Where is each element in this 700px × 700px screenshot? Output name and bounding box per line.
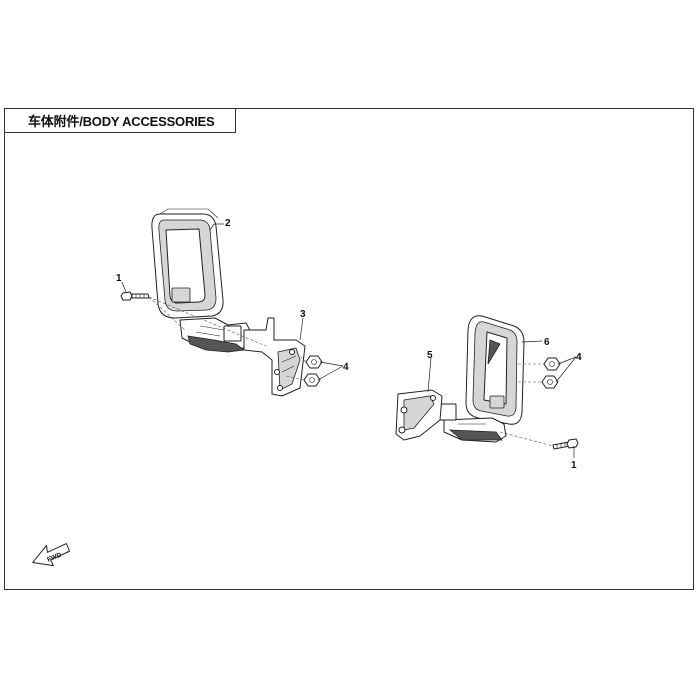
callout-1-right: 1 — [571, 460, 577, 471]
right-bolt-part-1 — [552, 438, 579, 450]
callout-6: 6 — [544, 337, 550, 348]
right-mirror-part-6 — [465, 315, 525, 425]
callout-1-left: 1 — [116, 273, 122, 284]
left-nuts-part-4 — [303, 355, 323, 387]
forward-arrow-icon: FWD — [32, 543, 71, 567]
left-mirror-base — [179, 317, 253, 353]
page-title: 车体附件/BODY ACCESSORIES — [28, 114, 215, 129]
right-bracket-part-5 — [395, 389, 443, 441]
callout-2: 2 — [225, 218, 231, 229]
right-nuts-part-4 — [541, 357, 561, 389]
drawing-frame — [4, 108, 694, 590]
left-mirror-part-2 — [151, 208, 224, 319]
left-bolt-part-1 — [120, 291, 150, 301]
callout-4-left: 4 — [343, 362, 349, 373]
title-box — [4, 108, 236, 133]
left-bracket-part-3 — [243, 317, 306, 397]
callout-3: 3 — [300, 309, 306, 320]
callout-5: 5 — [427, 350, 433, 361]
callout-4-right: 4 — [576, 352, 582, 363]
